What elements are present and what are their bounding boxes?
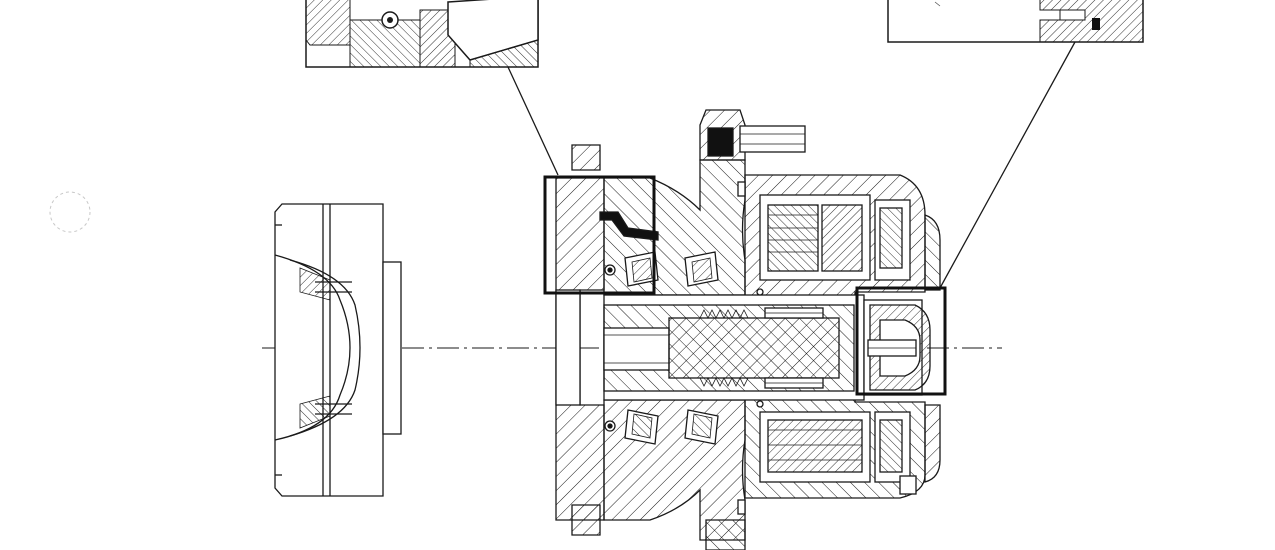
lower-bearings bbox=[604, 409, 719, 445]
leader-line-right bbox=[939, 41, 1076, 289]
inset-tick-mark bbox=[934, 1, 941, 7]
leader-line-left bbox=[507, 66, 559, 176]
bolt-head-marker bbox=[707, 127, 734, 157]
detail-inset-top-right bbox=[887, 0, 1144, 43]
highlight-box-seal bbox=[543, 175, 656, 295]
upper-bearings bbox=[604, 251, 719, 287]
detail-inset-top-left bbox=[305, 0, 539, 68]
highlight-box-endcap bbox=[855, 286, 947, 396]
main-assembly bbox=[555, 109, 941, 550]
seal-lip bbox=[599, 211, 659, 241]
side-view-left bbox=[274, 203, 402, 497]
faint-circle-mark bbox=[49, 191, 91, 233]
